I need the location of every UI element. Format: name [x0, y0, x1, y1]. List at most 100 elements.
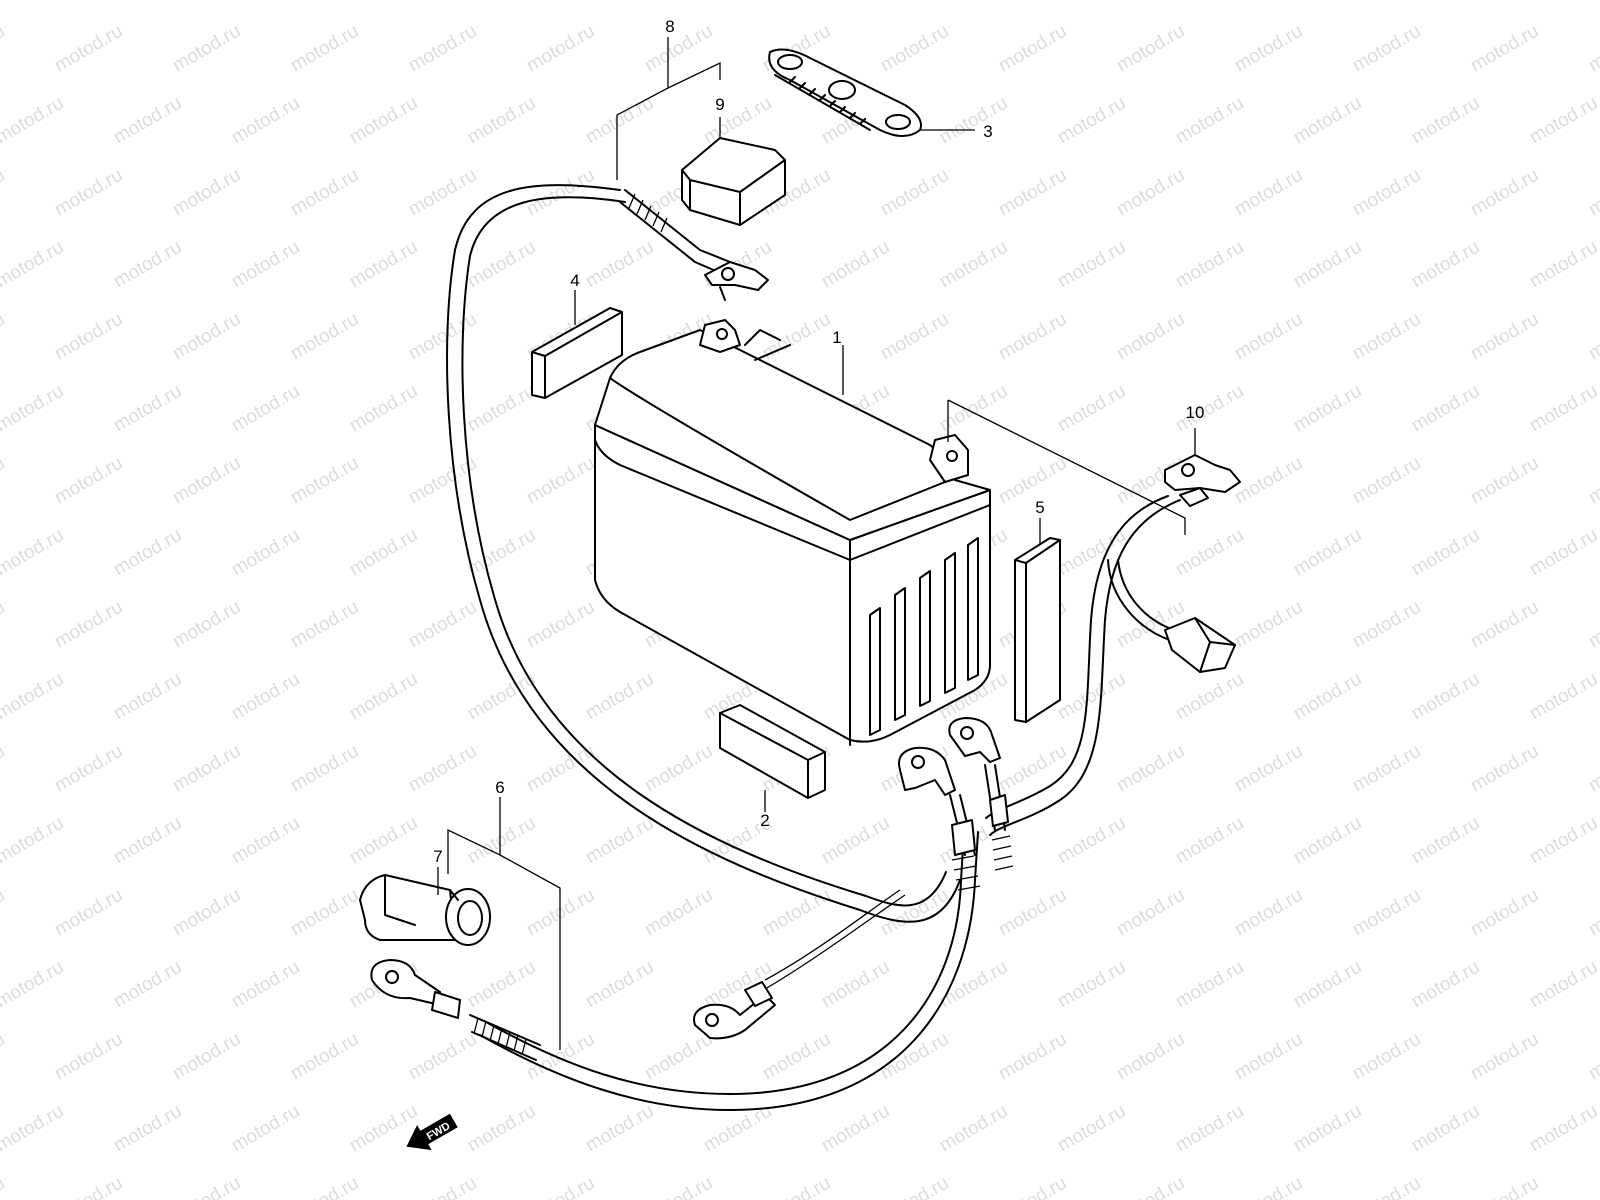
watermark-text: motod.ru — [641, 1173, 716, 1200]
watermark-text: motod.ru — [1231, 21, 1306, 77]
watermark-text: motod.ru — [169, 1173, 244, 1200]
watermark-text: motod.ru — [995, 1029, 1070, 1085]
watermark-text: motod.ru — [0, 741, 8, 797]
watermark-text: motod.ru — [995, 453, 1070, 509]
watermark-text: motod.ru — [1467, 597, 1542, 653]
watermark-text: motod.ru — [110, 1101, 185, 1157]
watermark-text: motod.ru — [51, 1173, 126, 1200]
watermark-text: motod.ru — [641, 885, 716, 941]
coupler-connector — [1164, 617, 1236, 673]
watermark-text: motod.ru — [169, 21, 244, 77]
watermark-text: motod.ru — [1231, 597, 1306, 653]
watermark-text: motod.ru — [0, 957, 67, 1013]
watermark-text: motod.ru — [1408, 813, 1483, 869]
callout-7: 7 — [433, 847, 442, 866]
watermark-text: motod.ru — [1290, 957, 1365, 1013]
ground-eyelet-terminal — [370, 959, 461, 1019]
part-10-connector — [1164, 454, 1241, 507]
watermark-text: motod.ru — [1231, 885, 1306, 941]
watermark-text: motod.ru — [1467, 165, 1542, 221]
watermark-text: motod.ru — [1172, 813, 1247, 869]
watermark-text: motod.ru — [1349, 21, 1424, 77]
watermark-text: motod.ru — [0, 165, 8, 221]
watermark-text: motod.ru — [641, 741, 716, 797]
watermark-text: motod.ru — [51, 885, 126, 941]
watermark-text: motod.ru — [464, 237, 539, 293]
watermark-text: motod.ru — [169, 741, 244, 797]
watermark-text: motod.ru — [1290, 1101, 1365, 1157]
watermark-text: motod.ru — [1526, 525, 1600, 581]
watermark-text: motod.ru — [1054, 669, 1129, 725]
watermark-text: motod.ru — [1408, 0, 1483, 4]
watermark-text: motod.ru — [287, 21, 362, 77]
terminal-boot-part-7 — [359, 874, 491, 946]
watermark-text: motod.ru — [700, 0, 775, 4]
watermark-text: motod.ru — [1054, 381, 1129, 437]
watermark-text: motod.ru — [51, 1029, 126, 1085]
watermark-text: motod.ru — [1231, 165, 1306, 221]
watermark-text: motod.ru — [936, 93, 1011, 149]
watermark-text: motod.ru — [759, 309, 834, 365]
watermark-text: motod.ru — [582, 93, 657, 149]
watermark-text: motod.ru — [1231, 453, 1306, 509]
watermark-text: motod.ru — [818, 0, 893, 4]
watermark-text: motod.ru — [523, 21, 598, 77]
watermark-text: motod.ru — [51, 21, 126, 77]
callout-8: 8 — [665, 17, 674, 36]
watermark-text: motod.ru — [0, 885, 8, 941]
watermark-text: motod.ru — [523, 885, 598, 941]
watermark-text: motod.ru — [1349, 165, 1424, 221]
watermark-text: motod.ru — [110, 957, 185, 1013]
watermark-text: motod.ru — [1526, 813, 1600, 869]
watermark-text: motod.ru — [1054, 1101, 1129, 1157]
callout-10: 10 — [1186, 403, 1205, 422]
middle-eyelet-terminal — [693, 981, 776, 1040]
watermark-text: motod.ru — [110, 0, 185, 4]
watermark-text: motod.ru — [936, 957, 1011, 1013]
watermark-text: motod.ru — [0, 597, 8, 653]
watermark-text: motod.ru — [1172, 237, 1247, 293]
watermark-text: motod.ru — [1526, 0, 1600, 4]
watermark-text: motod.ru — [1349, 597, 1424, 653]
watermark-text: motod.ru — [464, 1101, 539, 1157]
watermark-text: motod.ru — [877, 309, 952, 365]
watermark-text: motod.ru — [405, 597, 480, 653]
watermark-text: motod.ru — [1172, 957, 1247, 1013]
watermark-text: motod.ru — [169, 885, 244, 941]
watermark-text: motod.ru — [1526, 669, 1600, 725]
watermark-text: motod.ru — [1349, 741, 1424, 797]
watermark-text: motod.ru — [228, 1101, 303, 1157]
watermark-text: motod.ru — [1290, 93, 1365, 149]
watermark-text: motod.ru — [1467, 309, 1542, 365]
watermark-text: motod.ru — [464, 0, 539, 4]
watermark-text: motod.ru — [1467, 1173, 1542, 1200]
callout-4: 4 — [570, 271, 579, 290]
watermark-text: motod.ru — [228, 669, 303, 725]
watermark-text: motod.ru — [995, 1173, 1070, 1200]
watermark-text: motod.ru — [995, 21, 1070, 77]
watermark-text: motod.ru — [405, 165, 480, 221]
callout-6: 6 — [495, 778, 504, 797]
watermark-text: motod.ru — [464, 957, 539, 1013]
watermark-text: motod.ru — [523, 597, 598, 653]
watermark-text: motod.ru — [1526, 1101, 1600, 1157]
watermark-text: motod.ru — [523, 165, 598, 221]
watermark-text: motod.ru — [346, 525, 421, 581]
watermark-text: motod.ru — [287, 741, 362, 797]
watermark-text: motod.ru — [1054, 957, 1129, 1013]
watermark-text: motod.ru — [1290, 381, 1365, 437]
watermark-text: motod.ru — [287, 885, 362, 941]
watermark-text: motod.ru — [877, 21, 952, 77]
watermark-text: motod.ru — [1349, 309, 1424, 365]
lead-cable — [985, 495, 1181, 836]
watermark-text: motod.ru — [1290, 237, 1365, 293]
watermark-text: motod.ru — [405, 309, 480, 365]
watermark-text: motod.ru — [877, 1173, 952, 1200]
watermark-text: motod.ru — [995, 165, 1070, 221]
watermark-text: motod.ru — [464, 381, 539, 437]
watermark-text: motod.ru — [0, 1101, 67, 1157]
watermark-text: motod.ru — [464, 813, 539, 869]
watermark-text: motod.ru — [1172, 381, 1247, 437]
watermark-text: motod.ru — [1585, 309, 1600, 365]
callout-2: 2 — [760, 811, 769, 830]
